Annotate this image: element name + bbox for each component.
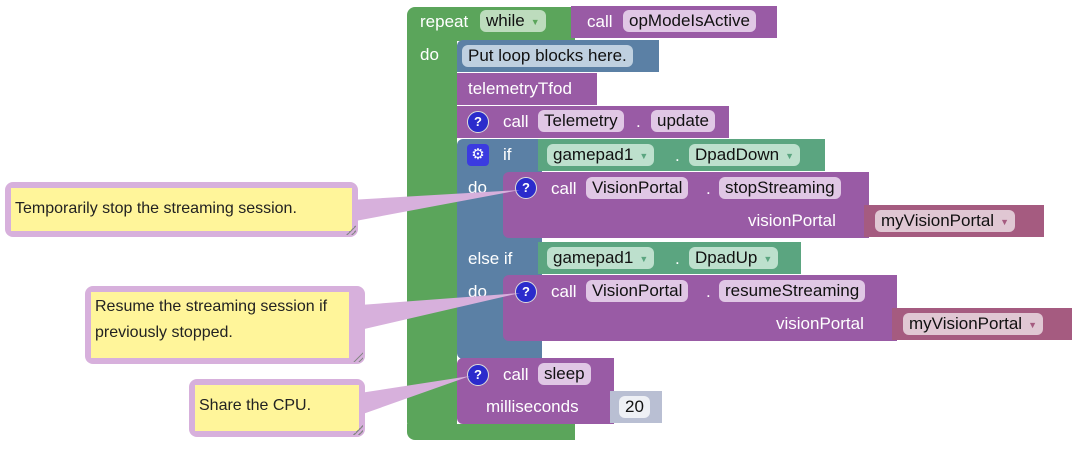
variable-dropdown[interactable]: myVisionPortal ▼ (875, 210, 1015, 232)
call-label: call (587, 12, 613, 31)
help-icon[interactable]: ? (515, 281, 537, 303)
help-icon[interactable]: ? (467, 111, 489, 133)
call-label: call (503, 112, 529, 131)
param-label-visionportal: visionPortal (776, 314, 864, 333)
dot-separator: . (636, 112, 641, 131)
repeat-while-bottom (407, 424, 575, 440)
dot-separator: . (706, 282, 711, 301)
gamepad-value: gamepad1 (553, 145, 634, 164)
class-name-visionportal[interactable]: VisionPortal (586, 280, 689, 302)
comment-bubble-resume[interactable]: Resume the streaming session if previous… (85, 286, 365, 364)
gamepad-dropdown[interactable]: gamepad1 ▼ (547, 144, 655, 166)
dot-separator: . (706, 179, 711, 198)
repeat-while-left-bar (407, 40, 457, 430)
repeat-mode-value: while (486, 11, 525, 30)
dropdown-arrow-icon: ▼ (1028, 320, 1037, 330)
comment-pointer (350, 190, 520, 222)
comment-pointer (360, 293, 520, 330)
dropdown-arrow-icon: ▼ (763, 254, 773, 264)
repeat-do-label: do (420, 45, 439, 64)
milliseconds-value[interactable]: 20 (619, 396, 650, 418)
dot-separator: . (675, 146, 680, 165)
function-name-opmodeisactive[interactable]: opModeIsActive (623, 10, 756, 32)
class-name-visionportal[interactable]: VisionPortal (586, 177, 689, 199)
help-icon[interactable]: ? (515, 177, 537, 199)
comment-bubble-share-cpu[interactable]: Share the CPU. (189, 379, 365, 437)
resize-handle-icon[interactable] (353, 352, 363, 362)
telemetry-tfod-label: telemetryTfod (468, 79, 572, 98)
telemetry-tfod-block[interactable] (457, 73, 597, 105)
repeat-label: repeat (420, 12, 469, 31)
comment-pointer (360, 376, 470, 415)
variable-value: myVisionPortal (909, 314, 1023, 333)
dropdown-arrow-icon: ▼ (785, 151, 795, 161)
param-label-milliseconds: milliseconds (486, 397, 579, 416)
method-name-resumestreaming[interactable]: resumeStreaming (719, 280, 866, 302)
dropdown-arrow-icon: ▼ (530, 17, 540, 27)
button-value: DpadUp (695, 248, 758, 267)
else-if-label: else if (468, 249, 513, 268)
method-name-update[interactable]: update (651, 110, 715, 132)
method-name-stopstreaming[interactable]: stopStreaming (719, 177, 841, 199)
loop-comment-text[interactable]: Put loop blocks here. (462, 45, 633, 67)
help-icon[interactable]: ? (467, 364, 489, 386)
comment-text[interactable]: Share the CPU. (195, 385, 359, 431)
if-label: if (503, 145, 512, 164)
comment-bubble-stop[interactable]: Temporarily stop the streaming session. (5, 182, 358, 237)
resize-handle-icon[interactable] (346, 225, 356, 235)
comment-text[interactable]: Resume the streaming session if previous… (91, 292, 349, 358)
gamepad-dropdown[interactable]: gamepad1 ▼ (547, 247, 655, 269)
gamepad-value: gamepad1 (553, 248, 634, 267)
dropdown-arrow-icon: ▼ (1000, 217, 1009, 227)
button-dropdown-dpaddown[interactable]: DpadDown ▼ (689, 144, 801, 166)
dropdown-arrow-icon: ▼ (639, 254, 649, 264)
gear-icon[interactable]: ⚙ (467, 144, 489, 166)
call-label: call (503, 365, 529, 384)
resize-handle-icon[interactable] (353, 425, 363, 435)
dropdown-arrow-icon: ▼ (639, 151, 649, 161)
button-dropdown-dpadup[interactable]: DpadUp ▼ (689, 247, 779, 269)
call-label: call (551, 282, 577, 301)
variable-value: myVisionPortal (881, 211, 995, 230)
call-label: call (551, 179, 577, 198)
button-value: DpadDown (695, 145, 780, 164)
variable-dropdown[interactable]: myVisionPortal ▼ (903, 313, 1043, 335)
comment-text[interactable]: Temporarily stop the streaming session. (11, 188, 352, 231)
dot-separator: . (675, 249, 680, 268)
class-name-telemetry[interactable]: Telemetry (538, 110, 624, 132)
param-label-visionportal: visionPortal (748, 211, 836, 230)
repeat-mode-dropdown[interactable]: while ▼ (480, 10, 546, 32)
function-name-sleep[interactable]: sleep (538, 363, 591, 385)
